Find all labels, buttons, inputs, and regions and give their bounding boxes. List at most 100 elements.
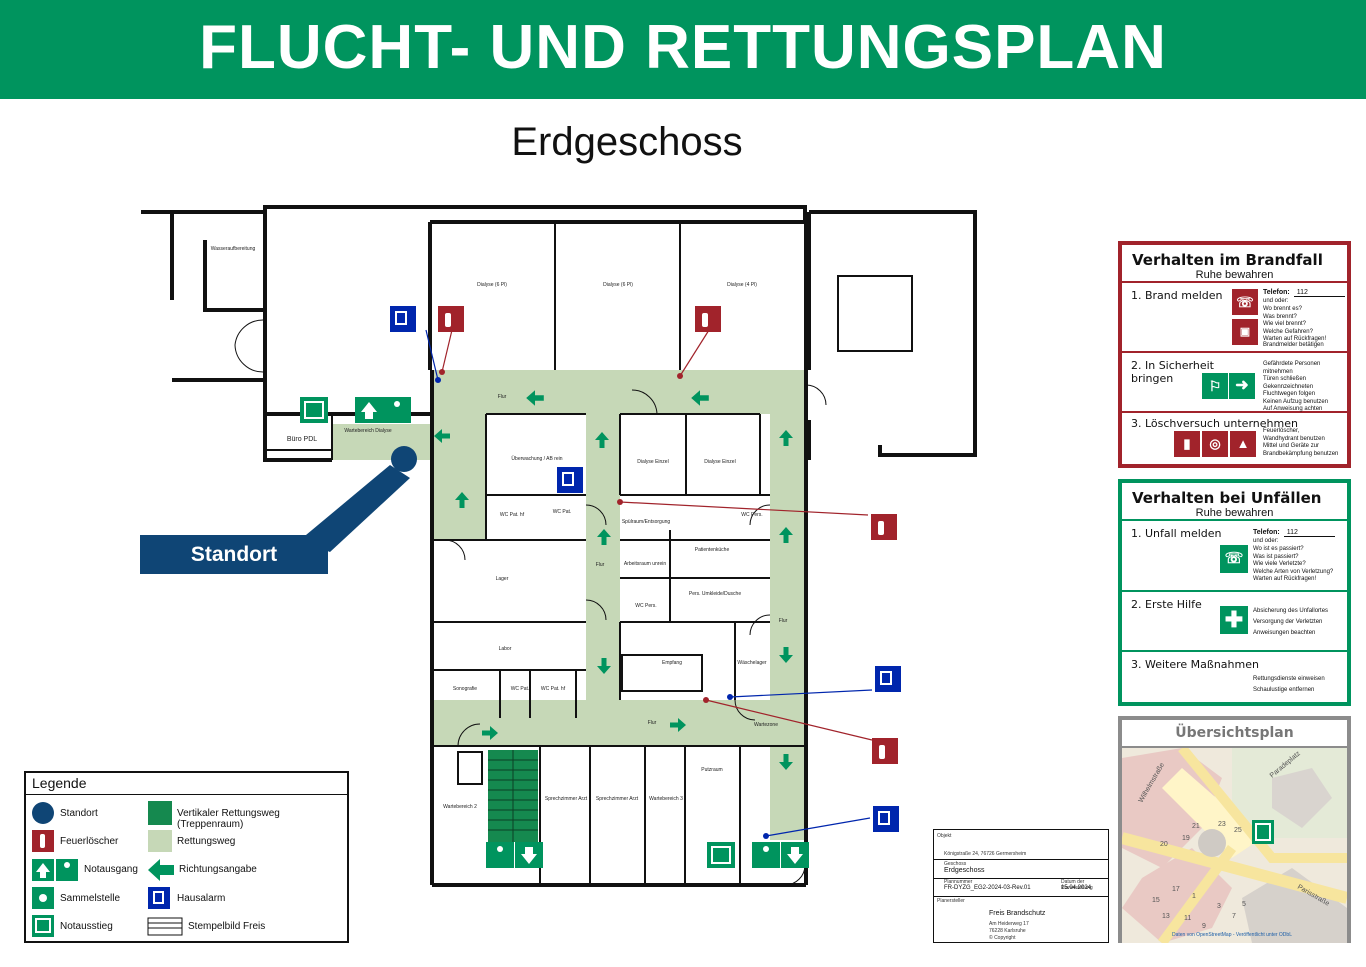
legend-item-label: Feuerlöscher — [60, 836, 119, 847]
room-label: Wartebereich 2 — [443, 804, 477, 810]
tb-firma: Freis Brandschutz — [989, 910, 1046, 917]
rescue-route — [332, 370, 806, 840]
accident-panel-header: Verhalten bei Unfällen Ruhe bewahren — [1122, 483, 1347, 521]
direction-arrow-icon — [148, 859, 174, 881]
standort-icon — [32, 802, 54, 824]
fire-panel-title: Verhalten im Brandfall — [1132, 251, 1323, 269]
fire-step-3: 3. Löschversuch unternehmen ▮ ◎ ▲ Feuerl… — [1122, 413, 1347, 465]
room-label: Sprechzimmer Arzt — [596, 796, 639, 802]
fire-hose-icon: ◎ — [1202, 431, 1228, 457]
tb-adresse1: Am Heiderweg 17 — [989, 921, 1029, 927]
accident-line: Anweisungen beachten — [1253, 630, 1316, 636]
tb-geschoss-value: Erdgeschoss — [944, 867, 985, 874]
house-alarm-icon — [390, 306, 416, 332]
house-alarm-icon — [873, 806, 899, 832]
legend-item-label: Rettungsweg — [177, 836, 236, 847]
first-aid-icon: ✚ — [1220, 606, 1248, 634]
accident-step-2-label: 2. Erste Hilfe — [1131, 598, 1202, 611]
tb-adresse2: 76228 Karlsruhe — [989, 928, 1026, 934]
fire-step-3-lines: Feuerlöscher, Wandhydrant benutzen Mitte… — [1263, 428, 1338, 458]
accident-line: Welche Arten von Verletzung? — [1253, 568, 1334, 575]
accident-line: Rettungsdienste einweisen — [1253, 676, 1325, 682]
house-number: 15 — [1152, 897, 1160, 904]
emergency-phone-icon: ☏ — [1220, 545, 1248, 573]
room-label: Wasseraufbereitung — [211, 246, 256, 252]
house-number: 17 — [1172, 886, 1180, 893]
room-labels: Wasseraufbereitung Dialyse (6 Pl) Dialys… — [211, 246, 788, 810]
fire-panel-header: Verhalten im Brandfall Ruhe bewahren — [1122, 245, 1347, 283]
fire-line: Wo brennt es? — [1263, 306, 1302, 312]
tb-objekt-value: Königstraße 24, 76726 Germersheim — [944, 851, 1027, 857]
accident-line: Wo ist es passiert? — [1253, 546, 1304, 552]
room-label: Putzraum — [701, 767, 722, 773]
accident-step-2-lines: Absicherung des Unfallortes Versorgung d… — [1253, 606, 1328, 639]
room-label: WC Pat. hf — [541, 686, 566, 692]
title-block: Objekt Königstraße 24, 76726 Germersheim… — [933, 829, 1109, 943]
fire-line: Was brennt? — [1263, 313, 1297, 320]
marker-dots — [435, 369, 769, 839]
accident-step-3-label: 3. Weitere Maßnahmen — [1131, 658, 1259, 671]
accident-panel-title: Verhalten bei Unfällen — [1132, 489, 1322, 507]
room-label: Überwachung / AB rein — [511, 455, 562, 462]
room-label: Lager — [496, 576, 509, 582]
room-label: Büro PDL — [287, 436, 317, 443]
room-label: Spülraum/Entsorgung — [622, 519, 671, 525]
accident-und-oder: und oder: — [1253, 538, 1279, 544]
room-label: WC Pers. — [635, 603, 656, 609]
tb-datum-label: Datum der Planerstellung — [1061, 879, 1093, 891]
house-number: 9 — [1202, 923, 1206, 930]
room-label: WC Pat. hf — [500, 512, 525, 518]
house-number: 3 — [1217, 903, 1221, 910]
house-number: 1 — [1192, 893, 1196, 900]
tb-datum-value: 15.04.2024 — [1061, 885, 1092, 891]
interior-walls — [265, 222, 806, 885]
room-label: WC Pat. — [553, 509, 572, 515]
house-number: 19 — [1182, 835, 1190, 842]
fire-extinguisher-icon — [871, 514, 897, 540]
fire-behavior-panel: Verhalten im Brandfall Ruhe bewahren 1. … — [1118, 241, 1351, 468]
room-label: WC Pat. — [511, 686, 530, 692]
accident-telefon-value: 112 — [1283, 529, 1335, 537]
room-label: Flur — [779, 618, 788, 624]
fire-step-2-label: 2. In Sicherheit bringen — [1131, 359, 1214, 385]
accident-step-1-label: 1. Unfall melden — [1131, 527, 1222, 540]
fire-step-1: 1. Brand melden ☏ ▣ Telefon:112 und oder… — [1122, 283, 1347, 353]
fire-phone-icon: ☏ — [1232, 289, 1258, 315]
stamp-icon — [147, 917, 183, 936]
accident-step-3-lines: Rettungsdienste einweisen Schaulustige e… — [1253, 674, 1325, 696]
accident-step-1: 1. Unfall melden ☏ Telefon:112 und oder:… — [1122, 521, 1347, 592]
stairwell — [488, 750, 538, 842]
room-label: Flur — [648, 720, 657, 726]
room-label: Sonografie — [453, 686, 477, 692]
overview-map: Wilhelmstraße Paradeplatz Parisstraße 17… — [1122, 748, 1347, 943]
exit-icon: ⚐ — [1202, 373, 1228, 399]
overview-map-panel: Übersichtsplan Wilhelmstraße Paradeplatz… — [1118, 716, 1351, 943]
room-label: Pers. Umkleide/Dusche — [689, 591, 741, 597]
room-label: Wartebereich 3 — [649, 796, 683, 802]
accident-behavior-panel: Verhalten bei Unfällen Ruhe bewahren 1. … — [1118, 479, 1351, 706]
arrow-right-icon: ➜ — [1229, 373, 1255, 399]
room-label: Dialyse Einzel — [704, 459, 735, 465]
fire-extinguisher-icon — [438, 306, 464, 332]
house-alarm-icon — [875, 666, 901, 692]
tb-plannummer-value: FR-DYZG_EG2-2024-03-Rev.01 — [944, 885, 1031, 891]
leader-lines — [425, 329, 873, 837]
fire-step-1-extra: Brandmelder betätigen — [1263, 342, 1324, 348]
room-label: Wäschelager — [737, 660, 767, 666]
house-number: 11 — [1184, 915, 1191, 922]
legend-item-label: Sammelstelle — [60, 893, 121, 904]
fire-line: Gefährdete Personen mitnehmen — [1263, 361, 1321, 375]
tb-plannummer-label: Plannummer — [944, 879, 973, 885]
emergency-exit-icon — [355, 397, 411, 423]
fire-line: Gekennzeichneten Fluchtwegen folgen — [1263, 383, 1316, 398]
fire-step-1-label: 1. Brand melden — [1131, 289, 1223, 302]
house-alarm-icon — [557, 467, 583, 493]
legend-item-label: Stempelbild Freis — [188, 921, 266, 932]
emergency-exit-icon — [56, 859, 78, 881]
room-label: WC Pers. — [741, 512, 762, 518]
walls — [141, 205, 977, 887]
legend: Legende Standort Vertikaler Rettungsweg … — [24, 771, 349, 943]
fire-line: Wie viel brennt? — [1263, 321, 1307, 327]
room-label: Dialyse (6 Pl) — [603, 282, 633, 288]
